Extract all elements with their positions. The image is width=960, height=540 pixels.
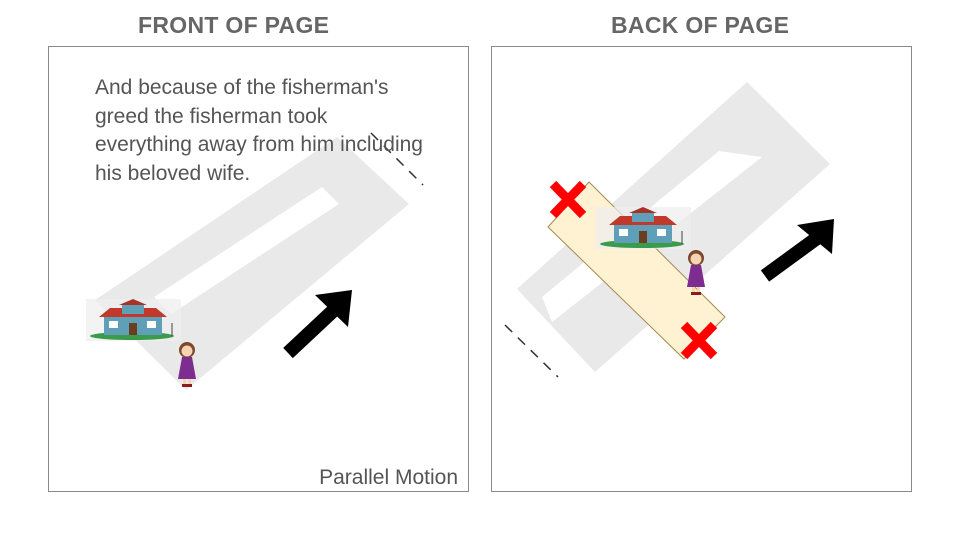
front-page-panel: And because of the fisherman's greed the… bbox=[48, 46, 469, 492]
front-of-page-heading: FRONT OF PAGE bbox=[138, 12, 330, 38]
woman-figure-icon bbox=[178, 342, 196, 387]
up-right-arrow-icon bbox=[283, 290, 352, 359]
red-x-mark-icon bbox=[549, 180, 587, 219]
story-text: And because of the fisherman's greed the… bbox=[95, 74, 468, 188]
dashed-cut-line-icon bbox=[370, 132, 424, 186]
story-line: greed the fisherman took bbox=[95, 104, 328, 128]
parallel-motion-caption: Parallel Motion bbox=[319, 466, 458, 489]
up-right-arrow-icon bbox=[760, 219, 834, 282]
front-page-drawing bbox=[86, 132, 424, 390]
story-line: everything away from him including bbox=[95, 133, 423, 156]
woman-figure-icon bbox=[687, 250, 705, 295]
story-line: And because of the fisherman's bbox=[95, 76, 389, 99]
red-x-mark-icon bbox=[680, 321, 718, 360]
story-line: his beloved wife. bbox=[95, 161, 251, 185]
back-page-drawing bbox=[504, 82, 834, 378]
house-icon bbox=[86, 299, 181, 341]
house-icon bbox=[596, 207, 691, 249]
back-page-panel bbox=[491, 46, 912, 492]
back-of-page-heading: BACK OF PAGE bbox=[611, 12, 790, 38]
dashed-cut-line-icon bbox=[504, 324, 559, 378]
slot-path-gap bbox=[154, 187, 339, 314]
